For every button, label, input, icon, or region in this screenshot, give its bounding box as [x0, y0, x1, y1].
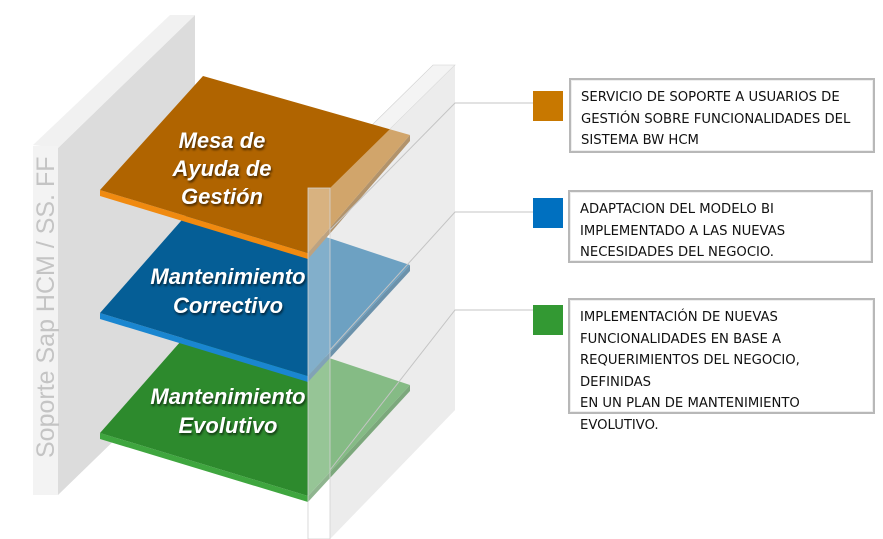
layer-label-correctivo-2: Correctivo — [173, 293, 283, 318]
left-wall-top — [33, 15, 195, 148]
connector-2 — [329, 211, 533, 351]
side-label: Soporte Sap HCM / SS. FF — [32, 157, 60, 459]
orange-swatch — [533, 91, 563, 121]
layer-label-evolutivo-1: Mantenimiento — [150, 384, 305, 409]
description-box-soporte: SERVICIO DE SOPORTE A USUARIOS DE GESTIÓ… — [569, 78, 875, 153]
blue-swatch — [533, 198, 563, 228]
right-panel-glass — [330, 65, 455, 539]
layer-label-mesa-3: Gestión — [181, 184, 263, 209]
description-box-correctivo: ADAPTACION DEL MODELO BI IMPLEMENTADO A … — [568, 190, 873, 263]
layer-mesa-ayuda — [100, 76, 410, 259]
layer-correctivo — [100, 196, 410, 382]
layer-evolutivo — [100, 316, 410, 502]
connector-3 — [329, 309, 533, 471]
description-box-evolutivo: IMPLEMENTACIÓN DE NUEVAS FUNCIONALIDADES… — [568, 298, 875, 433]
connector-1 — [329, 102, 533, 231]
left-wall-edge — [33, 146, 58, 495]
layer-label-evolutivo-2: Evolutivo — [178, 413, 277, 438]
layer-label-mesa-2: Ayuda de — [171, 156, 271, 181]
layer-label-correctivo-1: Mantenimiento — [150, 264, 305, 289]
layer-label-mesa-1: Mesa de — [179, 128, 266, 153]
green-swatch — [533, 305, 563, 335]
right-panel-edge — [307, 187, 331, 539]
